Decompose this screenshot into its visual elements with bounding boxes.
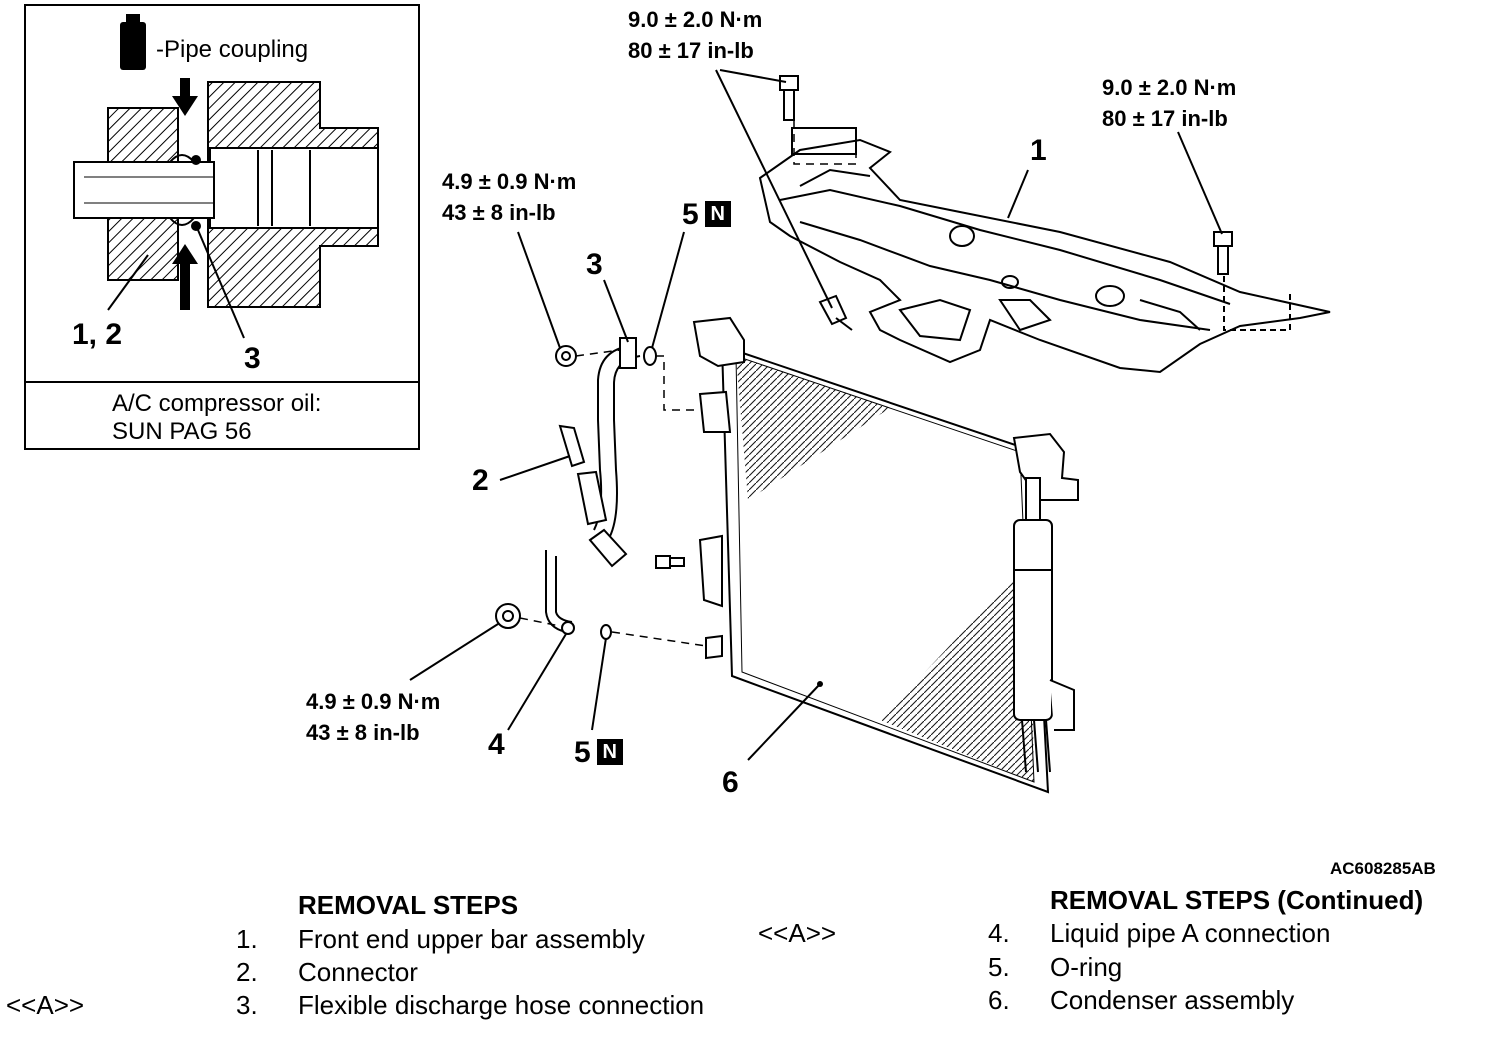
step-num: 3. — [236, 990, 258, 1020]
leader-lines — [409, 69, 1223, 761]
callout-2: 2 — [472, 464, 489, 497]
bolt-left — [818, 294, 853, 331]
step-num: 5. — [988, 952, 1010, 982]
torque-upper-left-metric: 4.9 ± 0.9 N·m — [442, 169, 577, 194]
torque-lower-left: 4.9 ± 0.9 N·m 43 ± 8 in-lb — [306, 686, 440, 748]
inset-label-1-2: 1, 2 — [72, 318, 123, 351]
bolt-top-center — [779, 75, 799, 121]
flexible-discharge-hose — [588, 337, 641, 568]
step-num: 4. — [988, 918, 1010, 948]
receiver-dryer — [1013, 477, 1075, 773]
figure-code: AC608285AB — [1330, 859, 1436, 878]
callout-5-bottom-number: 5 — [574, 736, 591, 769]
callout-6: 6 — [722, 766, 739, 799]
torque-lower-left-metric: 4.9 ± 0.9 N·m — [306, 689, 441, 714]
step-num: 6. — [988, 985, 1010, 1015]
torque-lower-left-imperial: 43 ± 8 in-lb — [306, 720, 420, 745]
step-num: 1. — [236, 924, 258, 954]
coupling-cross-section — [73, 81, 379, 308]
oil-spec-line2: SUN PAG 56 — [112, 418, 252, 445]
new-part-badge: N — [704, 201, 731, 227]
step-text: Flexible discharge hose connection — [298, 990, 705, 1020]
step-text: Connector — [298, 957, 418, 987]
callout-4: 4 — [488, 728, 505, 761]
new-part-badge: N — [596, 739, 623, 765]
push-arrow-up — [172, 244, 198, 310]
torque-top-right-imperial: 80 ± 17 in-lb — [1102, 106, 1228, 131]
o-ring-upper — [643, 346, 657, 366]
condenser-assembly — [655, 316, 1079, 794]
oil-spec-line1: A/C compressor oil: — [112, 390, 322, 417]
callout-1: 1 — [1030, 134, 1047, 167]
torque-top-center: 9.0 ± 2.0 N·m 80 ± 17 in-lb — [628, 4, 762, 66]
liquid-pipe-a — [545, 550, 575, 635]
step-note-tag: <<A>> — [6, 990, 85, 1020]
pipe-coupling-legend: -Pipe coupling — [156, 36, 309, 63]
connector — [558, 424, 608, 526]
torque-upper-left-imperial: 43 ± 8 in-lb — [442, 200, 556, 225]
removal-steps-header: REMOVAL STEPS — [298, 890, 519, 920]
torque-top-center-imperial: 80 ± 17 in-lb — [628, 38, 754, 63]
o-ring-lower — [600, 624, 612, 640]
front-end-upper-bar-assembly — [758, 127, 1331, 374]
callout-5-top-number: 5 — [682, 198, 699, 231]
step-text: O-ring — [1050, 952, 1123, 982]
torque-top-right: 9.0 ± 2.0 N·m 80 ± 17 in-lb — [1102, 72, 1236, 134]
push-arrow-down — [172, 78, 198, 116]
torque-top-right-metric: 9.0 ± 2.0 N·m — [1102, 75, 1237, 100]
pipe-coupling-detail-inset — [24, 4, 420, 450]
torque-upper-left: 4.9 ± 0.9 N·m 43 ± 8 in-lb — [442, 166, 576, 228]
step-text: Liquid pipe A connection — [1050, 918, 1331, 948]
nut-lower — [495, 603, 521, 629]
step-text: Front end upper bar assembly — [298, 924, 645, 954]
alignment-lines — [519, 120, 857, 647]
oil-bottle-icon — [120, 14, 146, 70]
step-num: 2. — [236, 957, 258, 987]
step-text: Condenser assembly — [1050, 985, 1295, 1015]
torque-top-center-metric: 9.0 ± 2.0 N·m — [628, 7, 763, 32]
nut-upper — [555, 345, 577, 367]
removal-steps-continued-header: REMOVAL STEPS (Continued) — [1050, 885, 1424, 915]
callout-3: 3 — [586, 248, 603, 281]
bolt-top-right — [1213, 231, 1291, 331]
step-note-tag: <<A>> — [758, 918, 837, 948]
inset-label-3: 3 — [244, 342, 261, 375]
